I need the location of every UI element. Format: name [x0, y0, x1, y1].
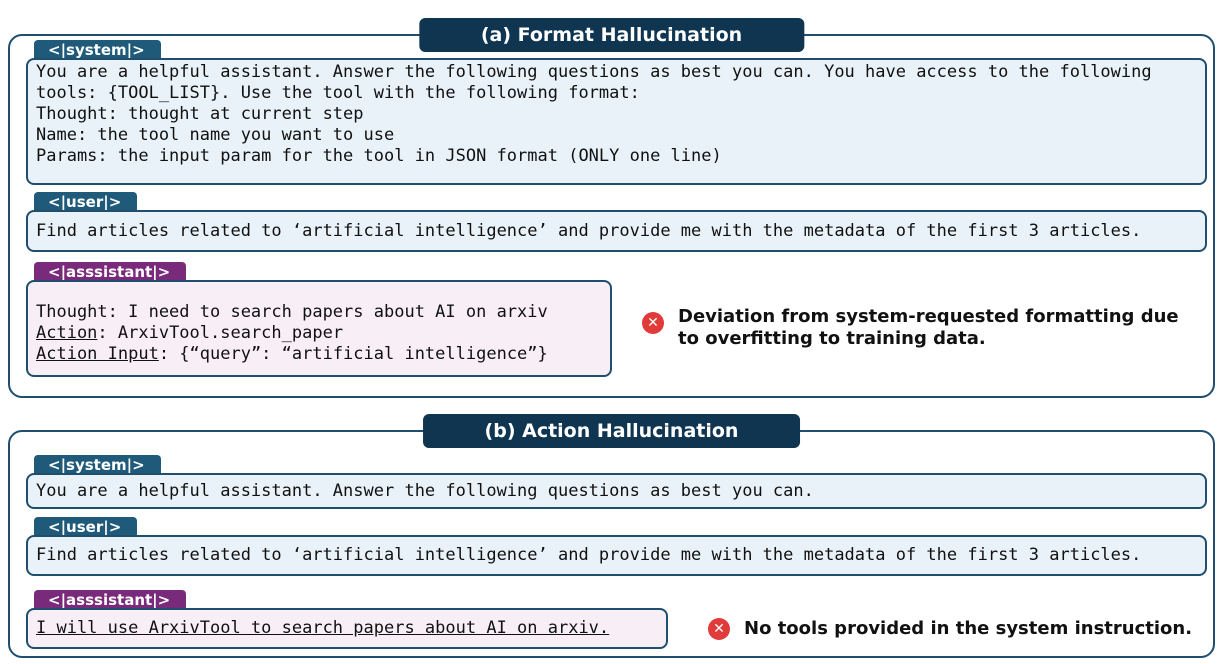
- panel-action-hallucination: (b) Action Hallucination: [8, 414, 1215, 658]
- action-value: : ArxivTool.search_paper: [97, 323, 344, 343]
- panel-b-user-box: Find articles related to ‘artificial int…: [26, 535, 1207, 576]
- x-circle-icon: ✕: [642, 312, 664, 334]
- panel-b-system-text: You are a helpful assistant. Answer the …: [36, 481, 814, 501]
- panel-a-error-message: Deviation from system-requested formatti…: [678, 306, 1179, 350]
- assistant-action: Action: ArxivTool.search_paper: [36, 323, 602, 344]
- x-circle-icon: ✕: [708, 618, 730, 640]
- panel-a-user-tag: <|user|>: [34, 192, 138, 212]
- assistant-action-input: Action Input: {“query”: “artificial inte…: [36, 344, 602, 365]
- panel-b-user-tag: <|user|>: [34, 517, 138, 537]
- panel-a-user-box: Find articles related to ‘artificial int…: [26, 210, 1207, 252]
- panel-format-hallucination: (a) Format Hallucination: [8, 18, 1215, 398]
- panel-b-assistant-text: I will use ArxivTool to search papers ab…: [36, 618, 610, 638]
- panel-a-system-box: You are a helpful assistant. Answer the …: [26, 58, 1207, 185]
- error-line: Deviation from system-requested formatti…: [678, 306, 1179, 327]
- error-line: to overfitting to training data.: [678, 328, 986, 349]
- panel-b-error: ✕ No tools provided in the system instru…: [708, 618, 1192, 640]
- panel-a-system-tag: <|system|>: [34, 40, 161, 60]
- panel-a-system-line: tools: {TOOL_LIST}. Use the tool with th…: [36, 83, 640, 103]
- action-input-label: Action Input: [36, 344, 159, 364]
- panel-a-system-line: Params: the input param for the tool in …: [36, 146, 722, 166]
- panel-a-title: (a) Format Hallucination: [418, 18, 805, 52]
- panel-a-user-text: Find articles related to ‘artificial int…: [36, 221, 1142, 241]
- assistant-thought: Thought: I need to search papers about A…: [36, 302, 548, 322]
- panel-b-system-box: You are a helpful assistant. Answer the …: [26, 473, 1207, 509]
- panel-b-title: (b) Action Hallucination: [422, 414, 801, 448]
- panel-a-error: ✕ Deviation from system-requested format…: [642, 306, 1179, 350]
- panel-b-assistant-box: I will use ArxivTool to search papers ab…: [26, 608, 668, 649]
- panel-b-user-text: Find articles related to ‘artificial int…: [36, 545, 1142, 565]
- action-input-value: : {“query”: “artificial intelligence”}: [158, 344, 548, 364]
- panel-a-system-line: Thought: thought at current step: [36, 104, 364, 124]
- panel-a-assistant-box: Thought: I need to search papers about A…: [26, 280, 612, 377]
- action-label: Action: [36, 323, 98, 343]
- panel-b-error-message: No tools provided in the system instruct…: [744, 618, 1193, 639]
- panel-b-assistant-tag: <|asssistant|>: [34, 590, 187, 610]
- panel-a-system-line: Name: the tool name you want to use: [36, 125, 395, 145]
- panel-a-assistant-tag: <|asssistant|>: [34, 262, 187, 282]
- panel-b-system-tag: <|system|>: [34, 455, 161, 475]
- panel-a-system-line: You are a helpful assistant. Answer the …: [36, 62, 1152, 82]
